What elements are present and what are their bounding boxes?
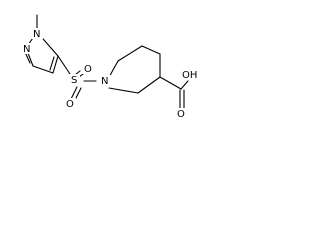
piperidine-bond-c3-c4 — [141, 45, 161, 55]
piperidine-bond-c2-c3 — [117, 45, 143, 62]
bond-carboxyl-to-hydroxyl — [180, 80, 189, 90]
structure-canvas: N N S O O N OH O — [0, 0, 225, 133]
label-bg — [99, 75, 111, 86]
label-bg — [31, 28, 43, 39]
label-bg — [21, 43, 33, 54]
piperidine-bond-c5-c6 — [137, 76, 161, 94]
label-bg — [64, 98, 76, 109]
atom-label-n-methyl: N — [33, 29, 40, 40]
bond-ring-to-carboxyl — [159, 76, 182, 90]
atom-label-hydroxyl: OH — [182, 70, 197, 81]
atom-label-sulfonyl-o-top: O — [84, 64, 92, 75]
label-bg — [82, 63, 94, 74]
label-bg — [181, 69, 203, 80]
pyrazole-double-bond-c5-c4 — [49, 56, 55, 71]
atom-label-carbonyl-o: O — [177, 109, 185, 120]
piperidine-bond-c6-n — [108, 87, 139, 94]
atom-label-n-piperidine: N — [101, 76, 108, 87]
label-bg — [175, 108, 187, 119]
pyrazole-bond-c5-c4 — [52, 55, 59, 74]
molecule-diagram: N N S O O N OH O — [21, 14, 203, 120]
atom-label-n-pyrazole: N — [23, 44, 30, 55]
atom-label-sulfonyl-o-bottom: O — [66, 99, 74, 110]
bond-ring-to-sulfur — [57, 55, 73, 78]
label-bg — [68, 74, 80, 85]
pyrazole-bond-c4-c3 — [32, 65, 54, 74]
atom-label-sulfur: S — [71, 75, 77, 86]
